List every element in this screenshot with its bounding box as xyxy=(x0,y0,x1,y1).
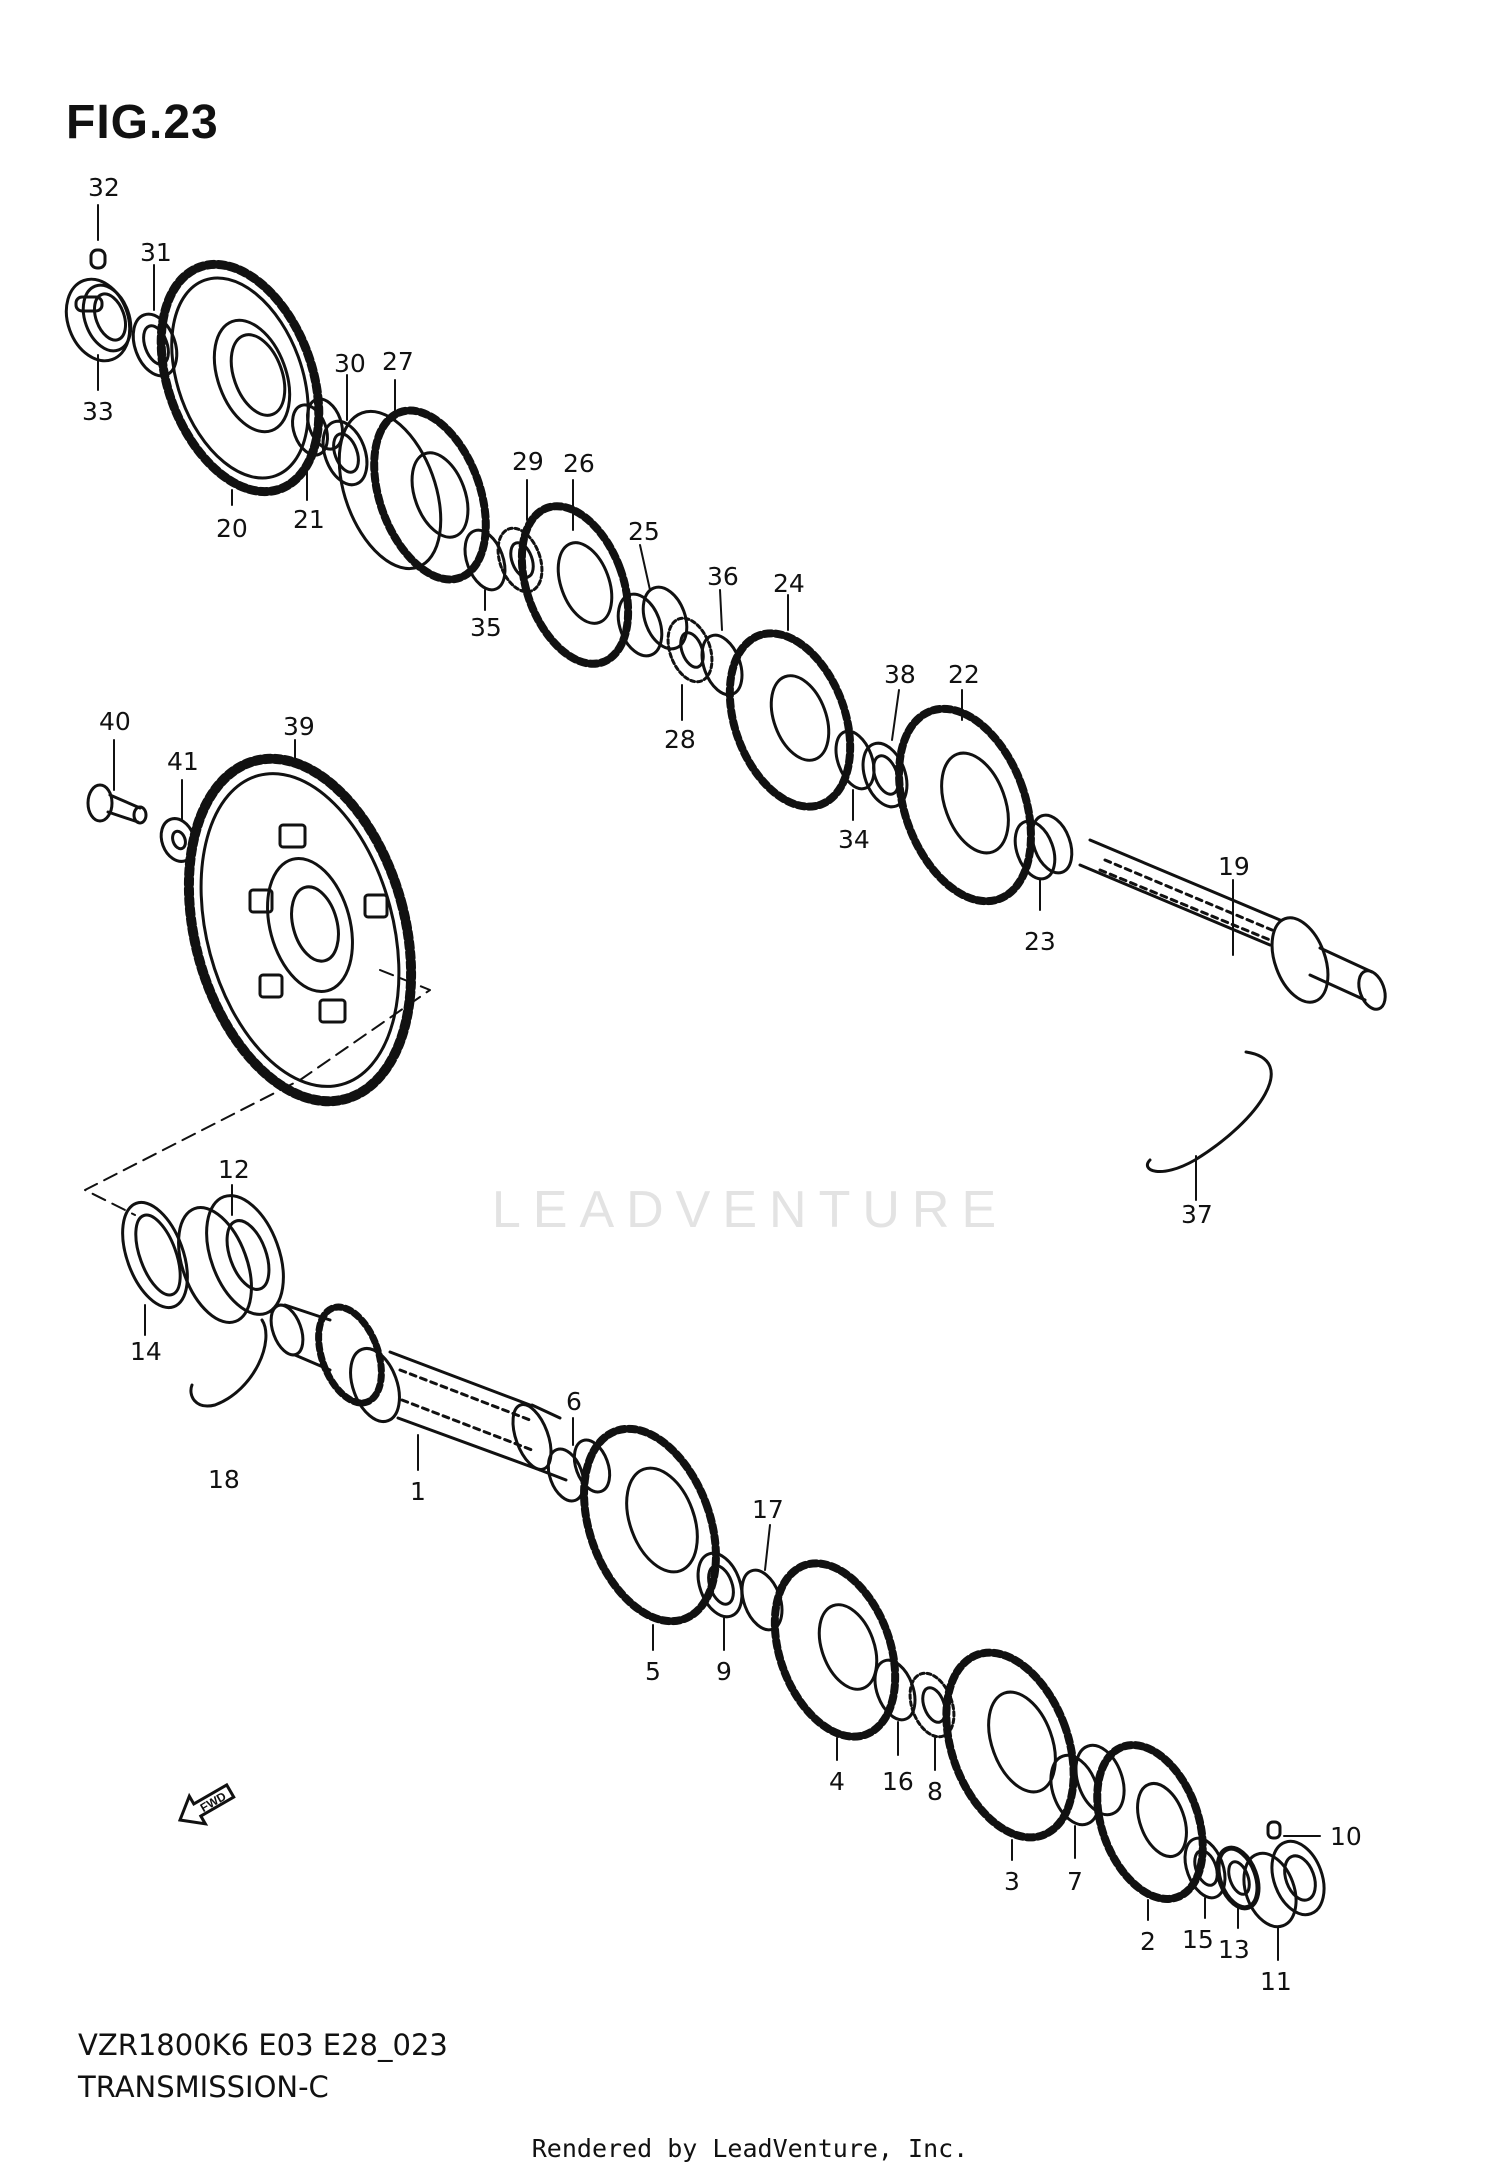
callout-15: 15 xyxy=(1182,1925,1214,1954)
part-2-gear xyxy=(1093,1741,1207,1903)
part-23-bushing xyxy=(1013,813,1074,881)
callout-36: 36 xyxy=(707,562,739,591)
part-24-gear xyxy=(725,629,855,811)
part-4-gear xyxy=(770,1559,900,1741)
callout-17: 17 xyxy=(752,1495,784,1524)
callout-33: 33 xyxy=(82,397,114,426)
part-35-circlip xyxy=(463,528,507,592)
part-27-gear xyxy=(337,406,490,584)
callout-16: 16 xyxy=(882,1767,914,1796)
callout-19: 19 xyxy=(1218,852,1250,881)
part-6-bushing xyxy=(546,1438,612,1503)
callout-12: 12 xyxy=(218,1155,250,1184)
callout-27: 27 xyxy=(382,347,414,376)
part-36-circlip xyxy=(700,633,744,697)
part-32-pin xyxy=(89,248,107,270)
callout-2: 2 xyxy=(1140,1927,1156,1956)
model-code: VZR1800K6 E03 E28_023 xyxy=(78,2028,448,2062)
callout-30: 30 xyxy=(334,349,366,378)
render-credit: Rendered by LeadVenture, Inc. xyxy=(531,2134,969,2163)
callout-3: 3 xyxy=(1004,1867,1020,1896)
callout-34: 34 xyxy=(838,825,870,854)
part-12-bearing xyxy=(177,1194,285,1324)
part-22-gear xyxy=(895,704,1035,906)
part-18-circlip xyxy=(189,1318,268,1408)
part-20-gear xyxy=(156,259,324,497)
figure-title: FIG.23 xyxy=(66,96,219,149)
part-14-washer xyxy=(121,1200,189,1310)
callout-11: 11 xyxy=(1260,1967,1292,1996)
callout-24: 24 xyxy=(773,569,805,598)
part-39-primary-driven-gear xyxy=(183,753,417,1107)
part-25-needle-bearing xyxy=(616,585,689,658)
callout-4: 4 xyxy=(829,1767,845,1796)
callout-38: 38 xyxy=(884,660,916,689)
callout-32: 32 xyxy=(88,173,120,202)
part-10-pin xyxy=(1266,1820,1282,1840)
part-5-gear xyxy=(580,1424,720,1626)
callout-20: 20 xyxy=(216,514,248,543)
callout-40: 40 xyxy=(99,707,131,736)
callout-5: 5 xyxy=(645,1657,661,1686)
callout-22: 22 xyxy=(948,660,980,689)
part-26-gear xyxy=(517,502,633,668)
fwd-arrow-icon: FWD xyxy=(177,1782,236,1826)
callout-8: 8 xyxy=(927,1777,943,1806)
part-1-main-shaft xyxy=(269,1303,568,1482)
callout-35: 35 xyxy=(470,613,502,642)
callout-1: 1 xyxy=(410,1477,426,1506)
section-name: TRANSMISSION-C xyxy=(78,2070,329,2104)
part-9-washer xyxy=(696,1551,744,1619)
callout-39: 39 xyxy=(283,712,315,741)
callout-9: 9 xyxy=(716,1657,732,1686)
part-15-washer xyxy=(1183,1836,1227,1900)
part-33-needle-bearing xyxy=(64,277,133,363)
callout-23: 23 xyxy=(1024,927,1056,956)
callout-14: 14 xyxy=(130,1337,162,1366)
part-19-countershaft xyxy=(1078,838,1387,1011)
callout-37: 37 xyxy=(1181,1200,1213,1229)
part-30-washer xyxy=(321,419,369,487)
part-40-bolt xyxy=(86,783,148,825)
part-28-washer xyxy=(666,616,714,684)
part-29-washer xyxy=(496,526,544,594)
callout-31: 31 xyxy=(140,238,172,267)
callout-29: 29 xyxy=(512,447,544,476)
part-34-circlip xyxy=(834,729,876,791)
callout-7: 7 xyxy=(1067,1867,1083,1896)
assembly-reference-line xyxy=(84,969,431,1216)
callout-21: 21 xyxy=(293,505,325,534)
callout-25: 25 xyxy=(628,517,660,546)
part-3-gear xyxy=(942,1648,1078,1842)
callout-10: 10 xyxy=(1330,1822,1362,1851)
part-37-circlip xyxy=(1146,1050,1273,1174)
callout-18: 18 xyxy=(208,1465,240,1494)
callout-26: 26 xyxy=(563,449,595,478)
part-11-bearing xyxy=(1242,1839,1326,1929)
callout-6: 6 xyxy=(566,1387,582,1416)
watermark: LEADVENTURE xyxy=(491,1181,1009,1239)
callout-41: 41 xyxy=(167,747,199,776)
callout-28: 28 xyxy=(664,725,696,754)
callout-13: 13 xyxy=(1218,1935,1250,1964)
